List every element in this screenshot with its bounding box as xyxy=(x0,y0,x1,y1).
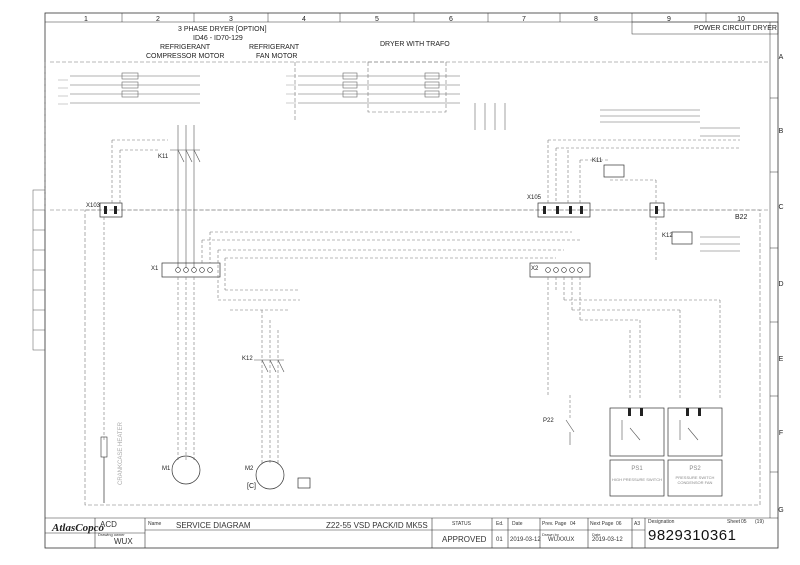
ps2-label: PS2 xyxy=(689,466,701,472)
designation-number: 9829310361 xyxy=(648,527,737,544)
sheet-total: (19) xyxy=(755,519,764,525)
k11-coil-label: K11 xyxy=(592,158,603,164)
sheet-label: Sheet xyxy=(727,519,741,525)
name-label: Name xyxy=(148,521,162,527)
row-letter: C xyxy=(778,204,784,211)
row-letter: F xyxy=(778,430,784,437)
column-number: 7 xyxy=(522,16,526,23)
column-number: 3 xyxy=(229,16,233,23)
drawing-owner-label: Drawing owner xyxy=(98,532,125,537)
date2-value: 2019-03-12 xyxy=(592,537,623,543)
m1-label: M1 xyxy=(162,466,171,472)
x103-label: X103 xyxy=(86,203,101,209)
x105-label: X105 xyxy=(527,195,542,201)
ps2-description: PRESSURE SWITCH CONDENSOR FAN xyxy=(675,475,715,485)
k12-coil-label: K12 xyxy=(662,233,673,239)
next-page-value: 06 xyxy=(616,521,622,527)
column-number: 1 xyxy=(84,16,88,23)
drawing-name: SERVICE DIAGRAM xyxy=(176,521,251,530)
row-letter: E xyxy=(778,356,784,363)
format-value: A3 xyxy=(634,521,641,527)
status-value: APPROVED xyxy=(442,535,487,544)
drawn-by-label: Drawn by xyxy=(542,532,559,537)
x1-label: X1 xyxy=(151,266,159,272)
k11-label: K11 xyxy=(158,154,169,160)
column-number: 8 xyxy=(594,16,598,23)
prev-page-label: Prev. Page xyxy=(542,521,567,527)
column-number: 6 xyxy=(449,16,453,23)
next-page-label: Next Page xyxy=(590,521,614,527)
m2-label: M2 xyxy=(245,466,254,472)
refrigerant-fan-label-2: FAN MOTOR xyxy=(256,53,298,60)
title-line-1: 3 PHASE DRYER [OPTION] xyxy=(178,26,267,33)
column-number: 9 xyxy=(667,16,671,23)
x2-label: X2 xyxy=(531,266,539,272)
product-name: Z22-55 VSD PACK/ID MK5S xyxy=(326,521,428,530)
row-letter: A xyxy=(778,54,784,61)
refrigerant-compressor-label-2: COMPRESSOR MOTOR xyxy=(146,53,225,60)
date2-label: Date xyxy=(592,532,601,537)
date-value: 2019-03-12 xyxy=(510,537,541,543)
prev-page-value: 04 xyxy=(570,521,576,527)
edition-value: 01 xyxy=(496,537,503,543)
dryer-with-trafo-label: DRYER WITH TRAFO xyxy=(380,41,450,48)
row-letter: B xyxy=(778,128,784,135)
column-number: 5 xyxy=(375,16,379,23)
sheet-number: 05 xyxy=(741,519,747,525)
row-letter: D xyxy=(778,281,784,288)
drawing-owner: WUX xyxy=(114,537,133,546)
ps1-description: HIGH PRESSURE SWITCH xyxy=(611,477,662,482)
column-number: 2 xyxy=(156,16,160,23)
designation-label: Designation xyxy=(648,519,675,525)
crankcase-heater-label: CRANKCASE HEATER xyxy=(118,422,124,485)
row-letter: G xyxy=(778,507,784,514)
k12-contact-label: K12 xyxy=(242,356,253,362)
refrigerant-compressor-label-1: REFRIGERANT xyxy=(160,44,211,51)
refrigerant-fan-label-1: REFRIGERANT xyxy=(249,44,300,51)
b22-label: B22 xyxy=(735,214,748,221)
p22-label: P22 xyxy=(543,418,554,424)
company-code: ACD xyxy=(100,520,117,529)
c-tag: [C] xyxy=(247,483,256,490)
column-number: 4 xyxy=(302,16,306,23)
edition-label: Ed. xyxy=(496,521,504,527)
power-circuit-dryer-label: POWER CIRCUIT DRYER xyxy=(694,25,777,32)
date-label: Date xyxy=(512,521,523,527)
title-line-2: ID46 - ID70-129 xyxy=(193,35,243,42)
status-label: STATUS xyxy=(452,521,471,527)
drawn-by-value: WUXXUX xyxy=(548,537,575,543)
column-number: 10 xyxy=(737,16,745,23)
ps1-label: PS1 xyxy=(631,466,643,472)
atlas-copco-logo: AtlasCopco xyxy=(52,522,104,534)
